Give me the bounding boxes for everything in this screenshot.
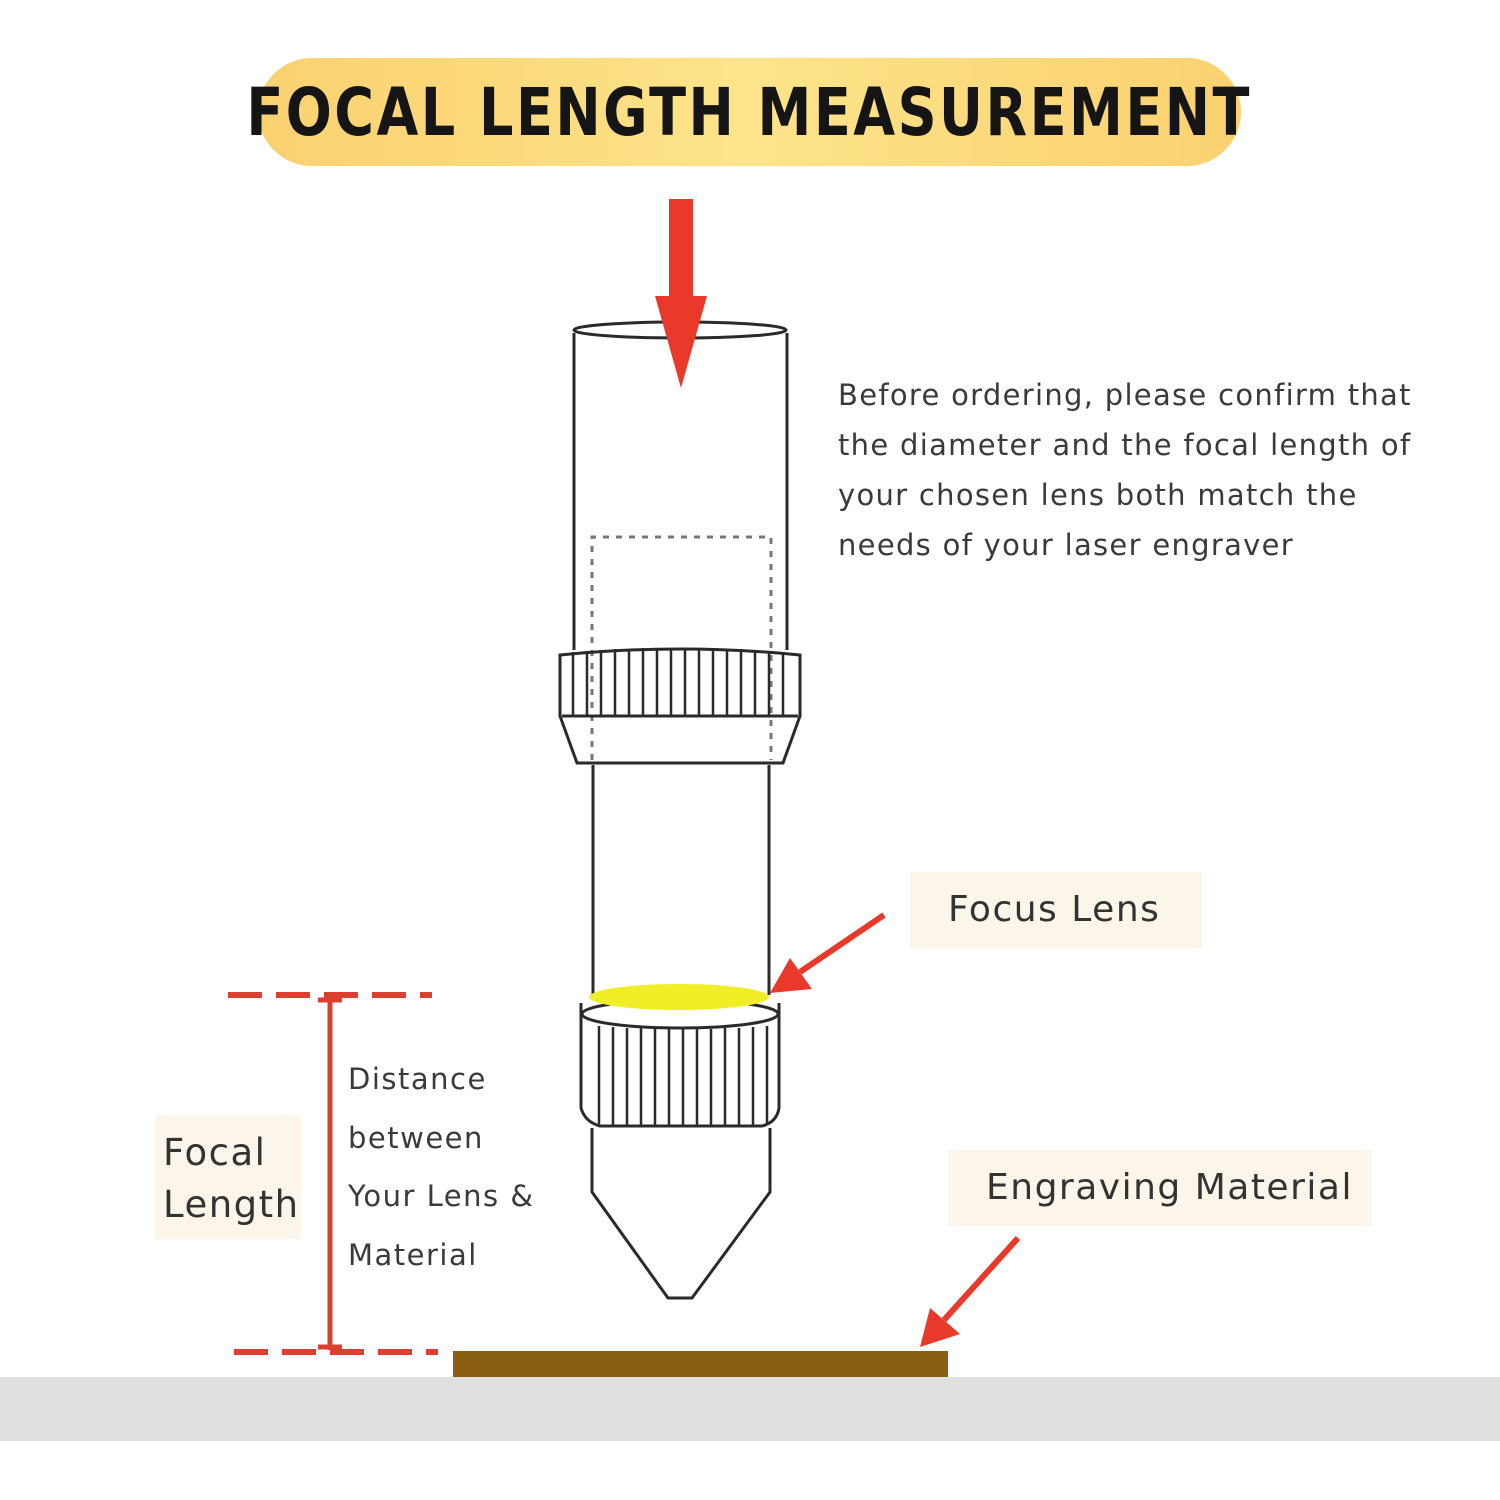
distance-line-2: between xyxy=(348,1120,484,1155)
lower-collar-knurl xyxy=(597,1026,769,1126)
focal-length-label: Focal Length xyxy=(155,1115,301,1239)
upper-tube xyxy=(572,333,789,650)
focal-length-marker xyxy=(228,992,438,1355)
arrow-icon xyxy=(770,912,886,993)
upper-collar xyxy=(558,647,802,765)
focus-lens-label: Focus Lens xyxy=(910,872,1202,948)
lower-collar xyxy=(579,1003,781,1128)
upper-collar-knurl xyxy=(571,648,785,716)
focus-lens xyxy=(589,984,769,1010)
distance-line-3: Your Lens & xyxy=(348,1179,535,1213)
page-title: FOCAL LENGTH MEASUREMENT xyxy=(246,73,1253,151)
engraving-material-slab xyxy=(453,1351,948,1377)
engraving-material-label: Engraving Material xyxy=(948,1150,1372,1226)
laser-head xyxy=(558,320,802,1300)
distance-description: Distance between Your Lens & Material xyxy=(348,1050,578,1284)
arrow-down-icon xyxy=(655,199,707,388)
title-banner: FOCAL LENGTH MEASUREMENT xyxy=(247,58,1250,166)
focal-length-label-line2: Length xyxy=(163,1183,300,1226)
focal-length-label-line1: Focal xyxy=(163,1131,267,1174)
arrow-icon xyxy=(920,1235,1021,1347)
distance-line-1: Distance xyxy=(348,1062,487,1096)
ordering-note: Before ordering, please confirm that the… xyxy=(838,378,1412,562)
lower-tube xyxy=(591,765,771,995)
mirror-holder-outline xyxy=(590,535,773,760)
distance-line-4: Material xyxy=(348,1237,478,1272)
nozzle-cone xyxy=(590,1128,772,1300)
work-table xyxy=(0,1377,1500,1441)
